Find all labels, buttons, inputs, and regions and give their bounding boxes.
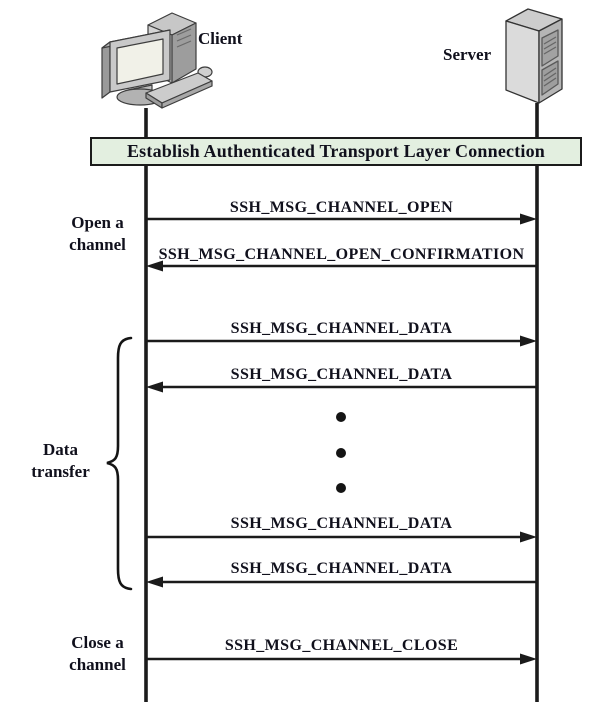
- phase-line: Data: [43, 440, 78, 459]
- phase-label-data-transfer: Data transfer: [8, 439, 113, 483]
- arrow-channel-data-1: [146, 335, 537, 347]
- message-label-channel-data-4: SSH_MSG_CHANNEL_DATA: [230, 560, 453, 577]
- phase-line: Open a: [71, 213, 124, 232]
- data-transfer-brace: [106, 336, 133, 591]
- phase-label-close-channel: Close a channel: [45, 632, 150, 676]
- phase-line: channel: [69, 655, 126, 674]
- server-label: Server: [443, 45, 492, 64]
- client-computer-icon: [101, 12, 213, 109]
- transport-layer-banner: Establish Authenticated Transport Layer …: [90, 137, 582, 166]
- message-label-channel-open-confirmation: SSH_MSG_CHANNEL_OPEN_CONFIRMATION: [158, 246, 525, 263]
- message-label-channel-data-1: SSH_MSG_CHANNEL_DATA: [230, 320, 453, 337]
- message-label-channel-data-2: SSH_MSG_CHANNEL_DATA: [230, 366, 453, 383]
- server-tower-icon: [505, 8, 563, 104]
- phase-label-open-channel: Open a channel: [45, 212, 150, 256]
- phase-line: channel: [69, 235, 126, 254]
- arrow-channel-close: [146, 653, 537, 665]
- message-label-channel-data-3: SSH_MSG_CHANNEL_DATA: [230, 515, 453, 532]
- phase-line: transfer: [31, 462, 90, 481]
- arrow-channel-data-2: [146, 381, 537, 393]
- arrow-channel-open-confirmation: [146, 260, 537, 272]
- arrow-channel-data-4: [146, 576, 537, 588]
- client-label: Client: [198, 29, 243, 48]
- arrow-channel-open: [146, 213, 537, 225]
- message-label-channel-open: SSH_MSG_CHANNEL_OPEN: [229, 199, 454, 216]
- phase-line: Close a: [71, 633, 124, 652]
- message-label-channel-close: SSH_MSG_CHANNEL_CLOSE: [224, 637, 459, 654]
- ellipsis-dots: [336, 412, 346, 493]
- arrow-channel-data-3: [146, 531, 537, 543]
